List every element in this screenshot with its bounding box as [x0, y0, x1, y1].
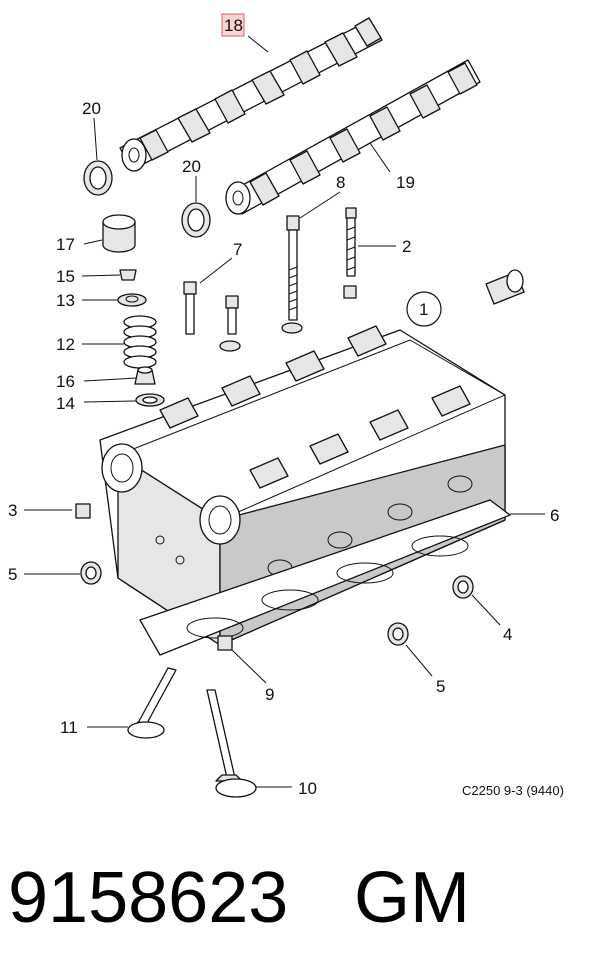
callout-10[interactable]: 10	[298, 779, 317, 798]
callout-3[interactable]: 3	[8, 501, 17, 520]
callout-5-left[interactable]: 5	[8, 565, 17, 584]
valve-collet	[119, 269, 137, 281]
hydraulic-tappet	[102, 214, 136, 253]
plug-seal-left	[80, 561, 102, 585]
spring-retainer	[117, 293, 147, 307]
callout-20-right[interactable]: 20	[182, 157, 201, 176]
callout-5-right[interactable]: 5	[436, 677, 445, 696]
sealing-plug	[485, 269, 525, 305]
callout-18[interactable]: 18	[224, 16, 243, 35]
callout-8[interactable]: 8	[336, 173, 345, 192]
callout-13[interactable]: 13	[56, 291, 75, 310]
callout-4[interactable]: 4	[503, 625, 512, 644]
camshaft-seal-left	[83, 160, 113, 196]
callout-6[interactable]: 6	[550, 506, 559, 525]
plug-seal-right	[387, 622, 409, 646]
callout-7[interactable]: 7	[233, 240, 242, 259]
highlight-box-18	[221, 13, 245, 37]
brand-name: GM	[354, 858, 470, 938]
camshaft-intake	[119, 17, 383, 172]
sealing-ring	[452, 575, 474, 599]
cylinder-head-exploded-diagram: 18 20 20 19 8 7 2 17 15 13 12 16 14 1 3 …	[8, 13, 559, 798]
camshaft-seal-right	[181, 202, 211, 238]
callout-9[interactable]: 9	[265, 685, 274, 704]
camshaft-cap-bolt	[183, 281, 241, 352]
leader-lines	[24, 35, 545, 788]
callout-1[interactable]: 1	[419, 300, 428, 319]
exhaust-valve	[206, 689, 257, 798]
part-footer: 9158623 GM	[8, 858, 598, 948]
valve-spring	[123, 315, 157, 369]
callout-14[interactable]: 14	[56, 394, 75, 413]
callout-11[interactable]: 11	[60, 718, 78, 737]
cylinder-head-bolt	[281, 215, 303, 334]
stud-bolt	[343, 207, 357, 299]
callout-2[interactable]: 2	[402, 237, 411, 256]
callout-15[interactable]: 15	[56, 267, 75, 286]
callout-labels: 18 20 20 19 8 7 2 17 15 13 12 16 14 1 3 …	[8, 13, 559, 798]
head-gasket	[139, 499, 511, 656]
camshaft-exhaust	[225, 59, 481, 215]
callout-17[interactable]: 17	[56, 235, 75, 254]
intake-valve	[127, 667, 177, 739]
part-number: 9158623	[8, 858, 289, 938]
spring-seat	[135, 393, 165, 407]
dowel-pin	[217, 635, 233, 651]
callout-20-left[interactable]: 20	[82, 99, 101, 118]
callout-16[interactable]: 16	[56, 372, 75, 391]
diagram-reference-code: C2250 9-3 (9440)	[462, 783, 564, 798]
callout-12[interactable]: 12	[56, 335, 75, 354]
callout-19[interactable]: 19	[396, 173, 415, 192]
item-1-circle	[406, 291, 442, 327]
threaded-plug	[75, 503, 91, 519]
valve-stem-seal	[134, 366, 156, 385]
